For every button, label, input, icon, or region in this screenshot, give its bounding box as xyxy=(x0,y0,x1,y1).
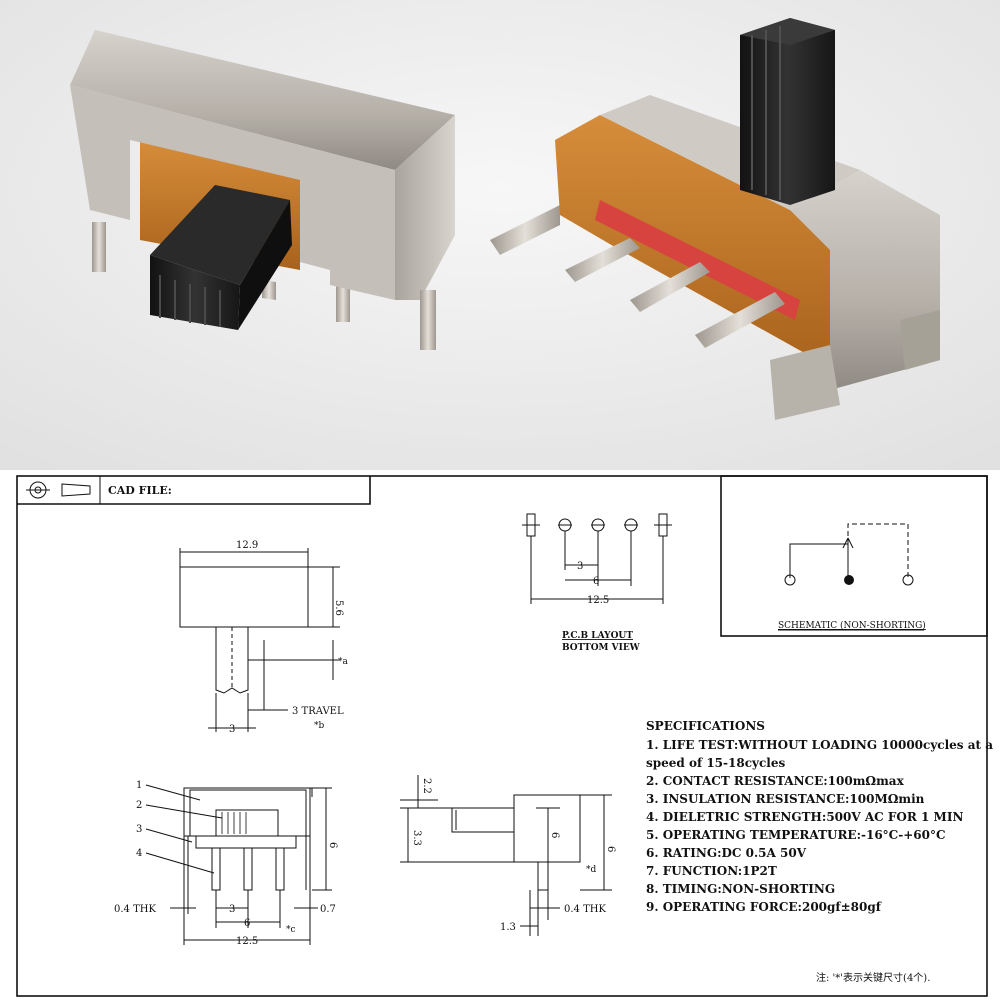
side-view-top-dim: 2.2 xyxy=(421,778,432,794)
front-view-housing xyxy=(189,789,307,837)
side-view-mid-dim: 6 xyxy=(549,832,560,838)
side-view-d-note: *d xyxy=(586,865,597,875)
front-view-thk: 0.4 THK xyxy=(114,904,156,915)
front-view: 1 2 3 4 6 0.4 THK xyxy=(114,780,338,947)
top-view-pitch-dim: 3 xyxy=(229,724,235,735)
side-view-right-dim: 6 xyxy=(605,846,616,852)
spec-line: 7. FUNCTION:1P2T xyxy=(646,864,777,878)
front-view-pin xyxy=(243,847,253,891)
spec-line: 1. LIFE TEST:WITHOUT LOADING 10000cycles… xyxy=(646,738,993,752)
spec-line: 5. OPERATING TEMPERATURE:-16°C-+60°C xyxy=(646,828,946,842)
schematic-terminal-open xyxy=(784,574,796,586)
side-view-actuator xyxy=(451,807,515,833)
specifications: SPECIFICATIONS 1. LIFE TEST:WITHOUT LOAD… xyxy=(646,719,993,914)
callout-4: 4 xyxy=(136,848,142,859)
footnote: 注: '*'表示关键尺寸(4个). xyxy=(816,971,930,984)
callout-2: 2 xyxy=(136,800,142,811)
spec-line: 9. OPERATING FORCE:200gf±80gf xyxy=(646,900,882,914)
spec-line: 6. RATING:DC 0.5A 50V xyxy=(646,846,807,860)
callout-3: 3 xyxy=(136,824,142,835)
top-view-b-note: *b xyxy=(314,721,325,731)
top-view-body xyxy=(179,566,309,628)
pcb-dim-12-5: 12.5 xyxy=(587,595,609,606)
pcb-layout-view: 3 6 12.5 P.C.B LAYOUT BOTTOM VIEW xyxy=(522,513,672,653)
front-view-six-dim: 6 xyxy=(244,918,250,929)
cad-header: CAD FILE: xyxy=(17,476,371,505)
side-view-left-dim: 3.3 xyxy=(411,830,422,846)
schematic-terminal-open xyxy=(902,574,914,586)
drawing-frame xyxy=(16,475,988,997)
top-view-height-dim: 5.6 xyxy=(333,600,344,616)
front-view-right-dim: 0.7 xyxy=(320,904,336,915)
travel-label: 3 TRAVEL xyxy=(292,706,344,717)
pcb-dim-6: 6 xyxy=(593,576,599,587)
projection-symbol-icon xyxy=(26,481,91,499)
side-view-pin xyxy=(537,861,549,891)
callout-1: 1 xyxy=(136,780,142,791)
spec-title: SPECIFICATIONS xyxy=(646,719,765,733)
spec-line: speed of 15-18cycles xyxy=(646,756,785,770)
left-switch-photo xyxy=(70,30,455,350)
front-view-c-note: *c xyxy=(286,925,296,935)
right-switch-photo xyxy=(490,18,940,420)
product-photo xyxy=(0,0,1000,470)
schematic-terminal-common xyxy=(844,575,854,585)
top-view: 12.9 5.6 *a 3 TRAVEL *b 3 xyxy=(179,540,349,735)
top-view-actuator xyxy=(215,627,249,694)
front-view-total-dim: 12.5 xyxy=(236,936,258,947)
spec-line: 8. TIMING:NON-SHORTING xyxy=(646,882,835,896)
top-view-a-note: *a xyxy=(338,657,349,667)
side-view-thk: 0.4 THK xyxy=(564,904,606,915)
spec-line: 2. CONTACT RESISTANCE:100mΩmax xyxy=(646,774,905,788)
front-view-pin xyxy=(275,847,285,891)
pcb-title: P.C.B LAYOUT xyxy=(562,631,633,641)
front-view-pitch-dim: 3 xyxy=(229,904,235,915)
front-view-height-dim: 6 xyxy=(327,842,338,848)
side-view-bottom-dim: 1.3 xyxy=(500,922,516,933)
top-view-width-dim: 12.9 xyxy=(236,540,258,551)
spec-line: 4. DIELETRIC STRENGTH:500V AC FOR 1 MIN xyxy=(646,810,963,824)
schematic-box: SCHEMATIC (NON-SHORTING) xyxy=(720,475,988,637)
pcb-dim-3: 3 xyxy=(577,561,583,572)
schematic-label: SCHEMATIC (NON-SHORTING) xyxy=(778,620,926,631)
front-view-pin xyxy=(211,847,221,891)
side-view: 2.2 3.3 6 6 *d 0.4 THK 1.3 xyxy=(400,775,616,936)
side-view-body xyxy=(513,794,581,863)
pcb-subtitle: BOTTOM VIEW xyxy=(562,643,641,653)
technical-drawing: CAD FILE: SCHEMATIC (NON-SHORTING) 3 xyxy=(16,475,993,997)
cad-label: CAD FILE: xyxy=(108,484,172,497)
spec-line: 3. INSULATION RESISTANCE:100MΩmin xyxy=(646,792,925,806)
